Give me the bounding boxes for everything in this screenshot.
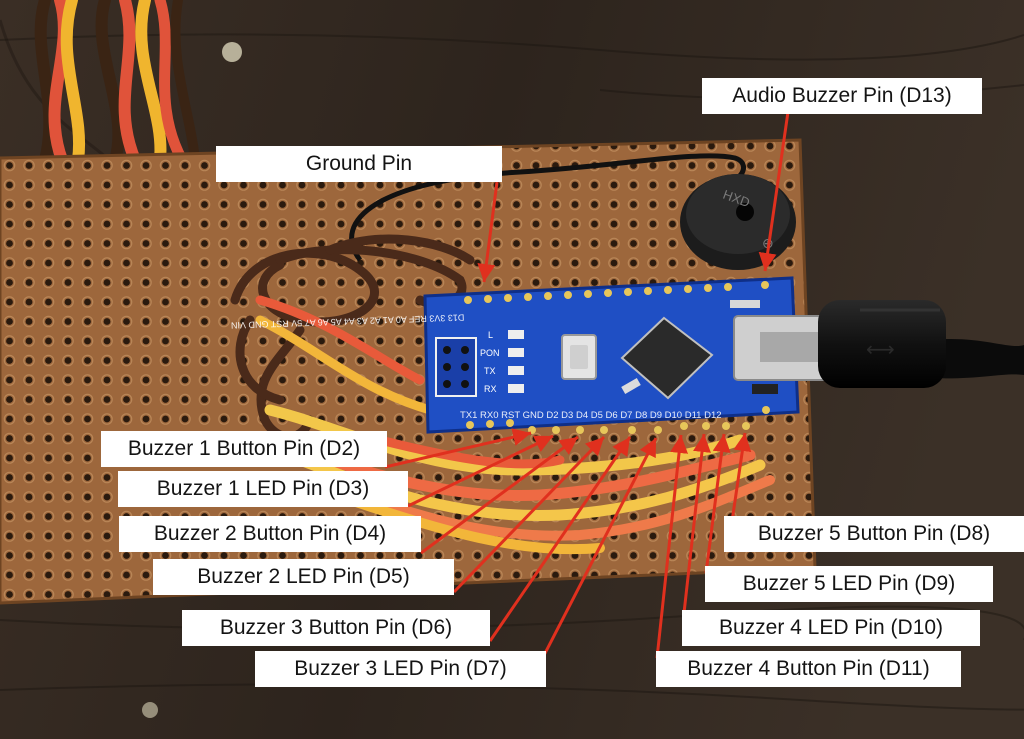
usb-cable: ⟷: [818, 300, 1024, 388]
led-label-pon: PON: [480, 348, 500, 358]
ground-jumper-wire: [349, 153, 746, 262]
led-label-rx: RX: [484, 384, 497, 394]
label-buzzer5-led-pin: Buzzer 5 LED Pin (D9): [705, 566, 993, 602]
label-buzzer5-button-pin: Buzzer 5 Button Pin (D8): [724, 516, 1024, 552]
usb-connector: [733, 315, 835, 381]
label-buzzer2-led-pin: Buzzer 2 LED Pin (D5): [153, 559, 454, 595]
label-buzzer2-button-pin: Buzzer 2 Button Pin (D4): [119, 516, 421, 552]
svg-text:⊕: ⊕: [762, 235, 774, 251]
microcontroller-chip: [620, 316, 714, 400]
svg-text:⟷: ⟷: [866, 337, 895, 361]
label-buzzer3-led-pin: Buzzer 3 LED Pin (D7): [255, 651, 546, 687]
led-label-l: L: [488, 330, 493, 340]
audio-buzzer-component: HXD ⊕: [680, 174, 796, 270]
servo-cables: [34, 0, 200, 166]
label-buzzer4-button-pin: Buzzer 4 Button Pin (D11): [656, 651, 961, 687]
led-label-tx: TX: [484, 366, 496, 376]
label-buzzer4-led-pin: Buzzer 4 LED Pin (D10): [682, 610, 980, 646]
arduino-nano-board: L PON TX RX D13 3V3 REF A0 A1 A2 A3 A4 A…: [231, 276, 835, 434]
label-buzzer1-led-pin: Buzzer 1 LED Pin (D3): [118, 471, 408, 507]
label-ground-pin: Ground Pin: [216, 146, 502, 182]
silkscreen-bottom: TX1 RX0 RST GND D2 D3 D4 D5 D6 D7 D8 D9 …: [460, 410, 722, 421]
label-buzzer1-button-pin: Buzzer 1 Button Pin (D2): [101, 431, 387, 467]
label-audio-buzzer-pin: Audio Buzzer Pin (D13): [702, 78, 982, 114]
label-buzzer3-button-pin: Buzzer 3 Button Pin (D6): [182, 610, 490, 646]
